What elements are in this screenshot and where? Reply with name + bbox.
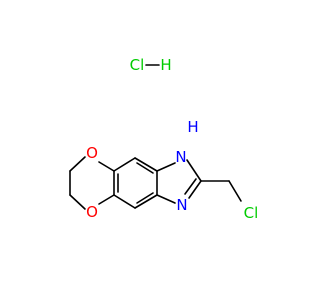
bond-c5-c5a-inner	[136, 162, 154, 174]
bond-ch2-o-bottom	[69, 194, 86, 210]
salt-chlorine-label: Cl	[130, 56, 145, 74]
molecule-canvas: Cl H O O N H N	[69, 56, 258, 222]
salt-hydrogen-label: H	[160, 56, 171, 74]
bond-c5-c5a	[134, 157, 158, 172]
bond-c4a-o-top	[98, 161, 115, 172]
chlorine-label: Cl	[244, 204, 259, 222]
bond-nh-c2	[186, 159, 202, 182]
bond-ch2-cl	[228, 180, 242, 202]
bond-c2-n-imine-double	[184, 178, 197, 195]
bond-n-imine-c9a	[156, 194, 176, 204]
bond-c2-n-imine	[188, 180, 202, 199]
bond-o-bottom-c10a	[98, 194, 115, 205]
bond-c9a-c10	[134, 194, 158, 209]
bond-c9a-c10-inner	[136, 192, 154, 204]
oxygen-top-label: O	[86, 144, 98, 162]
nitrogen-nh-label: N	[175, 148, 186, 166]
bond-o-top-ch2	[69, 156, 86, 172]
hydrogen-on-nitrogen-label: H	[187, 118, 198, 136]
hydrochloride-salt: Cl H	[130, 56, 172, 74]
bond-layer	[69, 156, 242, 210]
atom-label-layer: O O N H N Cl	[86, 118, 258, 222]
oxygen-bottom-label: O	[86, 203, 98, 221]
nitrogen-imine-label: N	[176, 196, 187, 214]
bond-c10-c10a	[113, 194, 136, 209]
bond-c5a-nh	[156, 162, 176, 172]
bond-c4a-c5	[113, 157, 136, 172]
